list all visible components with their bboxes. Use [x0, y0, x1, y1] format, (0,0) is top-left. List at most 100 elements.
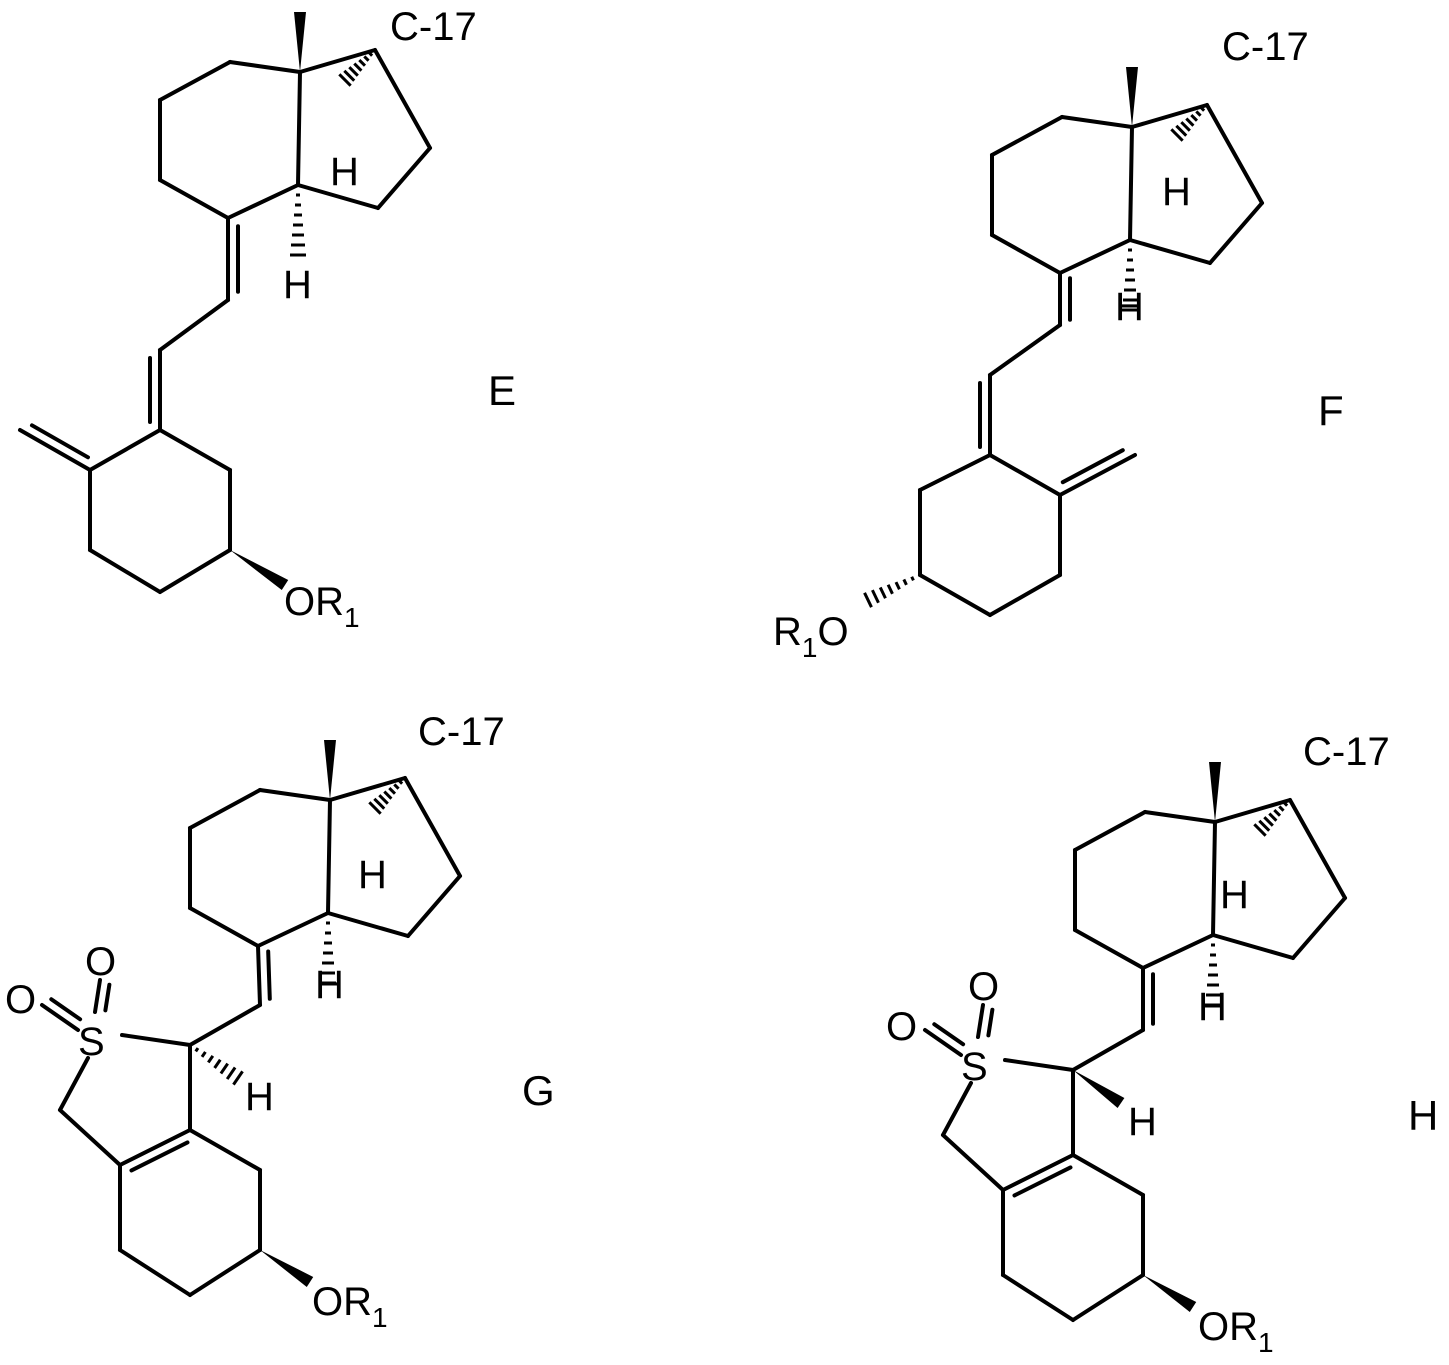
double-bond — [988, 1010, 992, 1036]
bond — [375, 50, 430, 148]
c17-label: C-17 — [390, 5, 477, 49]
hydrogen-label: H — [1220, 873, 1249, 917]
bond — [190, 1250, 260, 1295]
double-bond — [20, 430, 90, 470]
structure-f: C-17 H H R1O F — [773, 25, 1344, 663]
bond — [1130, 240, 1210, 263]
bond — [1073, 1275, 1143, 1320]
oxygen-label: O — [886, 1005, 917, 1049]
substituent-label: R1O — [773, 610, 849, 663]
ring-bond — [228, 185, 298, 218]
bond — [1290, 800, 1345, 898]
double-bond — [258, 946, 260, 1005]
hash-bond — [872, 590, 878, 603]
hash-bond — [865, 593, 872, 607]
bond — [1005, 1060, 1073, 1070]
hash-bond — [880, 587, 885, 598]
ring-bond — [1062, 117, 1132, 127]
ring-bond — [258, 913, 328, 946]
double-bond — [978, 1005, 983, 1037]
double-bond — [105, 985, 109, 1011]
substituent-label: OR1 — [1198, 1305, 1274, 1358]
wedge-bond — [1209, 762, 1221, 822]
hash-bond — [1191, 115, 1197, 121]
bond — [378, 148, 430, 208]
oxygen-label: O — [968, 965, 999, 1009]
hydrogen-label: H — [1162, 170, 1191, 214]
compound-label-h: H — [1408, 1092, 1438, 1139]
hash-bond — [888, 585, 892, 594]
ring-bond — [160, 180, 228, 218]
ring-bond — [992, 235, 1060, 273]
ring-bond — [190, 908, 258, 946]
double-bond — [1060, 455, 1135, 495]
c17-label: C-17 — [418, 710, 505, 754]
bond — [943, 1083, 971, 1135]
bond — [60, 1058, 88, 1110]
hydrogen-label: H — [1198, 985, 1227, 1029]
ring-bond — [1143, 935, 1213, 968]
structure-e: C-17 H H OR1 E — [20, 5, 516, 633]
hash-bond — [215, 1060, 221, 1068]
ring-bond — [992, 117, 1062, 155]
bond — [1210, 203, 1262, 263]
structure-h: C-17 H H H S O O OR1 H — [886, 730, 1438, 1358]
bond — [330, 778, 405, 800]
hydrogen-label: H — [1115, 285, 1144, 329]
bond — [1132, 105, 1207, 127]
ring-bond — [298, 72, 300, 185]
oxygen-label: O — [85, 940, 116, 984]
ring-bond — [1075, 930, 1143, 968]
bond — [1213, 935, 1293, 958]
wedge-bond — [1073, 1070, 1124, 1108]
ring-bond — [160, 62, 230, 100]
wedge-bond — [1143, 1275, 1196, 1312]
hash-bond — [364, 56, 368, 60]
hydrogen-label: H — [330, 150, 359, 194]
bond — [1073, 1155, 1143, 1195]
hydrogen-label: H — [245, 1075, 274, 1119]
ring-bond — [990, 575, 1060, 615]
c17-label: C-17 — [1222, 25, 1309, 69]
hash-bond — [359, 60, 365, 66]
ring-bond — [230, 62, 300, 72]
compound-label-f: F — [1318, 387, 1344, 434]
oxygen-label: O — [5, 978, 36, 1022]
wedge-bond — [1126, 67, 1138, 127]
double-bond — [95, 980, 100, 1012]
bond — [1293, 898, 1345, 958]
substituent-label: OR1 — [312, 1280, 388, 1333]
hydrogen-label: H — [1128, 1100, 1157, 1144]
hydrogen-label: H — [358, 853, 387, 897]
double-bond — [925, 1030, 961, 1055]
hash-bond — [1264, 817, 1272, 825]
ring-bond — [1145, 812, 1215, 822]
sulfur-label: S — [78, 1020, 105, 1064]
hash-bond — [1269, 814, 1276, 821]
wedge-bond — [324, 740, 336, 800]
ring-bond — [190, 790, 260, 828]
hash-bond — [202, 1052, 205, 1057]
hash-bond — [896, 582, 899, 589]
wedge-bond — [294, 12, 306, 72]
bond — [990, 325, 1060, 375]
ring-bond — [160, 550, 230, 592]
hash-bond — [384, 792, 391, 799]
wedge-bond — [260, 1250, 313, 1287]
hash-bond — [208, 1056, 213, 1063]
hash-bond — [1196, 111, 1200, 115]
ring-bond — [920, 575, 990, 615]
bond — [405, 778, 460, 876]
substituent-label: OR1 — [284, 580, 360, 633]
hash-bond — [233, 1071, 242, 1084]
hash-bond — [349, 67, 357, 75]
double-bond — [42, 1005, 78, 1030]
ring-bond — [990, 455, 1060, 495]
ring-bond — [90, 430, 160, 470]
hash-bond — [1181, 122, 1189, 130]
bond — [300, 50, 375, 72]
double-bond — [268, 952, 270, 999]
bond — [160, 300, 228, 350]
bond — [190, 1130, 260, 1170]
hash-bond — [1186, 119, 1193, 126]
